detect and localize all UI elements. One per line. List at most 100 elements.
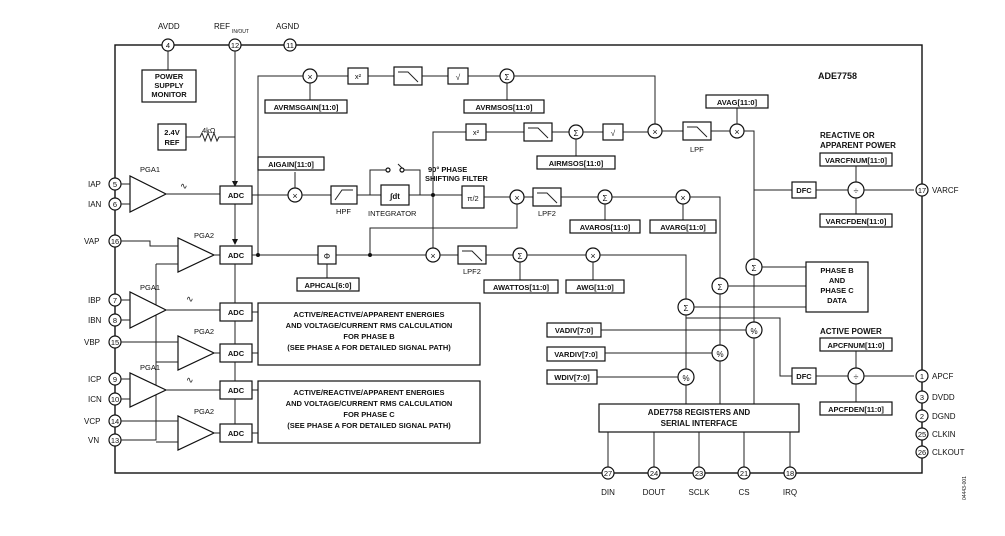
svg-text:DGND: DGND: [932, 412, 956, 421]
svg-text:×: ×: [292, 191, 297, 201]
reg-apcfden: [819, 401, 893, 416]
svg-text:3: 3: [920, 393, 924, 402]
svg-text:VARCFNUM[11:0]: VARCFNUM[11:0]: [825, 156, 887, 165]
svg-text:VADIV[7:0]: VADIV[7:0]: [555, 326, 594, 335]
sum-avrmsos: Σ: [499, 68, 515, 84]
svg-text:Σ: Σ: [752, 264, 757, 273]
svg-text:IBP: IBP: [88, 296, 101, 305]
reg-awattos: [483, 279, 559, 294]
svg-text:MONITOR: MONITOR: [151, 90, 187, 99]
adc-va: ADC: [219, 245, 253, 265]
wave-icon: ∿: [186, 375, 194, 385]
pga1-phase-a: PGA1: [121, 165, 220, 213]
svg-text:√: √: [611, 129, 616, 138]
reg-avag: [705, 94, 769, 109]
svg-text:IN/OUT: IN/OUT: [232, 29, 249, 35]
svg-text:21: 21: [740, 469, 748, 478]
svg-text:LPF2: LPF2: [538, 209, 556, 218]
svg-text:AVDD: AVDD: [158, 22, 180, 31]
svg-text:REF: REF: [165, 138, 180, 147]
sqrt-block-i: √: [602, 123, 624, 141]
lpf-label: LPF: [690, 145, 704, 154]
svg-text:PGA2: PGA2: [194, 407, 214, 416]
registers-serial-interface-block: ADE7758 REGISTERS AND SERIAL INTERFACE: [598, 403, 800, 433]
divide-varcf: ÷: [847, 181, 865, 199]
reg-avrmsos: [463, 99, 545, 114]
div-wdiv: %: [677, 368, 695, 386]
reg-awg: [565, 279, 625, 294]
svg-text:LPF2: LPF2: [463, 267, 481, 276]
svg-text:VAP: VAP: [84, 237, 99, 246]
svg-text:Σ: Σ: [684, 304, 689, 313]
svg-text:PGA1: PGA1: [140, 363, 160, 372]
svg-text:VCP: VCP: [84, 417, 100, 426]
mult-active: ×: [425, 247, 441, 263]
svg-text:AND VOLTAGE/CURRENT RMS CALCUL: AND VOLTAGE/CURRENT RMS CALCULATION: [286, 399, 453, 408]
svg-text:AIGAIN[11:0]: AIGAIN[11:0]: [268, 160, 314, 169]
svg-text:∫dt: ∫dt: [389, 192, 400, 201]
pin-avdd: AVDD 4: [158, 22, 180, 52]
svg-text:Φ: Φ: [324, 252, 330, 261]
lpf-i-rms: [523, 122, 553, 142]
svg-text:2.4V: 2.4V: [164, 128, 179, 137]
sum-airmsos: Σ: [568, 124, 584, 140]
svg-text:CLKIN: CLKIN: [932, 430, 956, 439]
phase-bc-data-block: PHASE B AND PHASE C DATA: [805, 261, 869, 313]
svg-text:POWER: POWER: [155, 72, 184, 81]
adc-vc: ADC: [219, 423, 253, 443]
sum-awattos: Σ: [512, 247, 528, 263]
svg-text:%: %: [682, 374, 689, 383]
svg-text:√: √: [456, 73, 461, 82]
svg-text:DOUT: DOUT: [643, 488, 666, 497]
mult-apparent: ×: [647, 123, 663, 139]
svg-text:INTEGRATOR: INTEGRATOR: [368, 209, 417, 218]
svg-text:×: ×: [652, 127, 657, 137]
ref-resistor: [186, 131, 235, 143]
svg-text:PGA2: PGA2: [194, 231, 214, 240]
svg-text:÷: ÷: [854, 372, 859, 382]
svg-text:SHIFTING FILTER: SHIFTING FILTER: [425, 174, 488, 183]
wave-icon: ∿: [186, 294, 194, 304]
svg-text:AND: AND: [829, 276, 846, 285]
hpf-block: [330, 185, 358, 205]
svg-text:DFC: DFC: [796, 372, 812, 381]
svg-text:SUPPLY: SUPPLY: [154, 81, 183, 90]
svg-text:90° PHASE: 90° PHASE: [428, 165, 467, 174]
svg-text:8: 8: [113, 316, 117, 325]
sum-active-total: Σ: [677, 298, 695, 316]
pga2-phase-b: PGA2: [121, 327, 220, 371]
svg-text:%: %: [750, 327, 757, 336]
sum-avaros: Σ: [597, 189, 613, 205]
reg-airmsos: [536, 155, 616, 170]
svg-text:AIRMSOS[11:0]: AIRMSOS[11:0]: [549, 159, 604, 168]
svg-text:24: 24: [650, 469, 658, 478]
svg-text:5: 5: [113, 180, 117, 189]
svg-text:14: 14: [111, 417, 119, 426]
sum-apparent-total: Σ: [745, 258, 763, 276]
svg-text:×: ×: [430, 251, 435, 261]
svg-text:18: 18: [786, 469, 794, 478]
svg-text:SCLK: SCLK: [689, 488, 711, 497]
svg-text:ADC: ADC: [228, 349, 245, 358]
svg-text:PGA1: PGA1: [140, 283, 160, 292]
svg-text:25: 25: [918, 430, 926, 439]
sqrt-block-v: √: [447, 67, 469, 85]
pga2-phase-c: PGA2: [121, 407, 220, 451]
adc-ic: ADC: [219, 380, 253, 400]
mult-aigain: ×: [287, 187, 303, 203]
phase-b-summary-block: ACTIVE/REACTIVE/APPARENT ENERGIES AND VO…: [257, 302, 481, 366]
svg-text:6: 6: [113, 200, 117, 209]
